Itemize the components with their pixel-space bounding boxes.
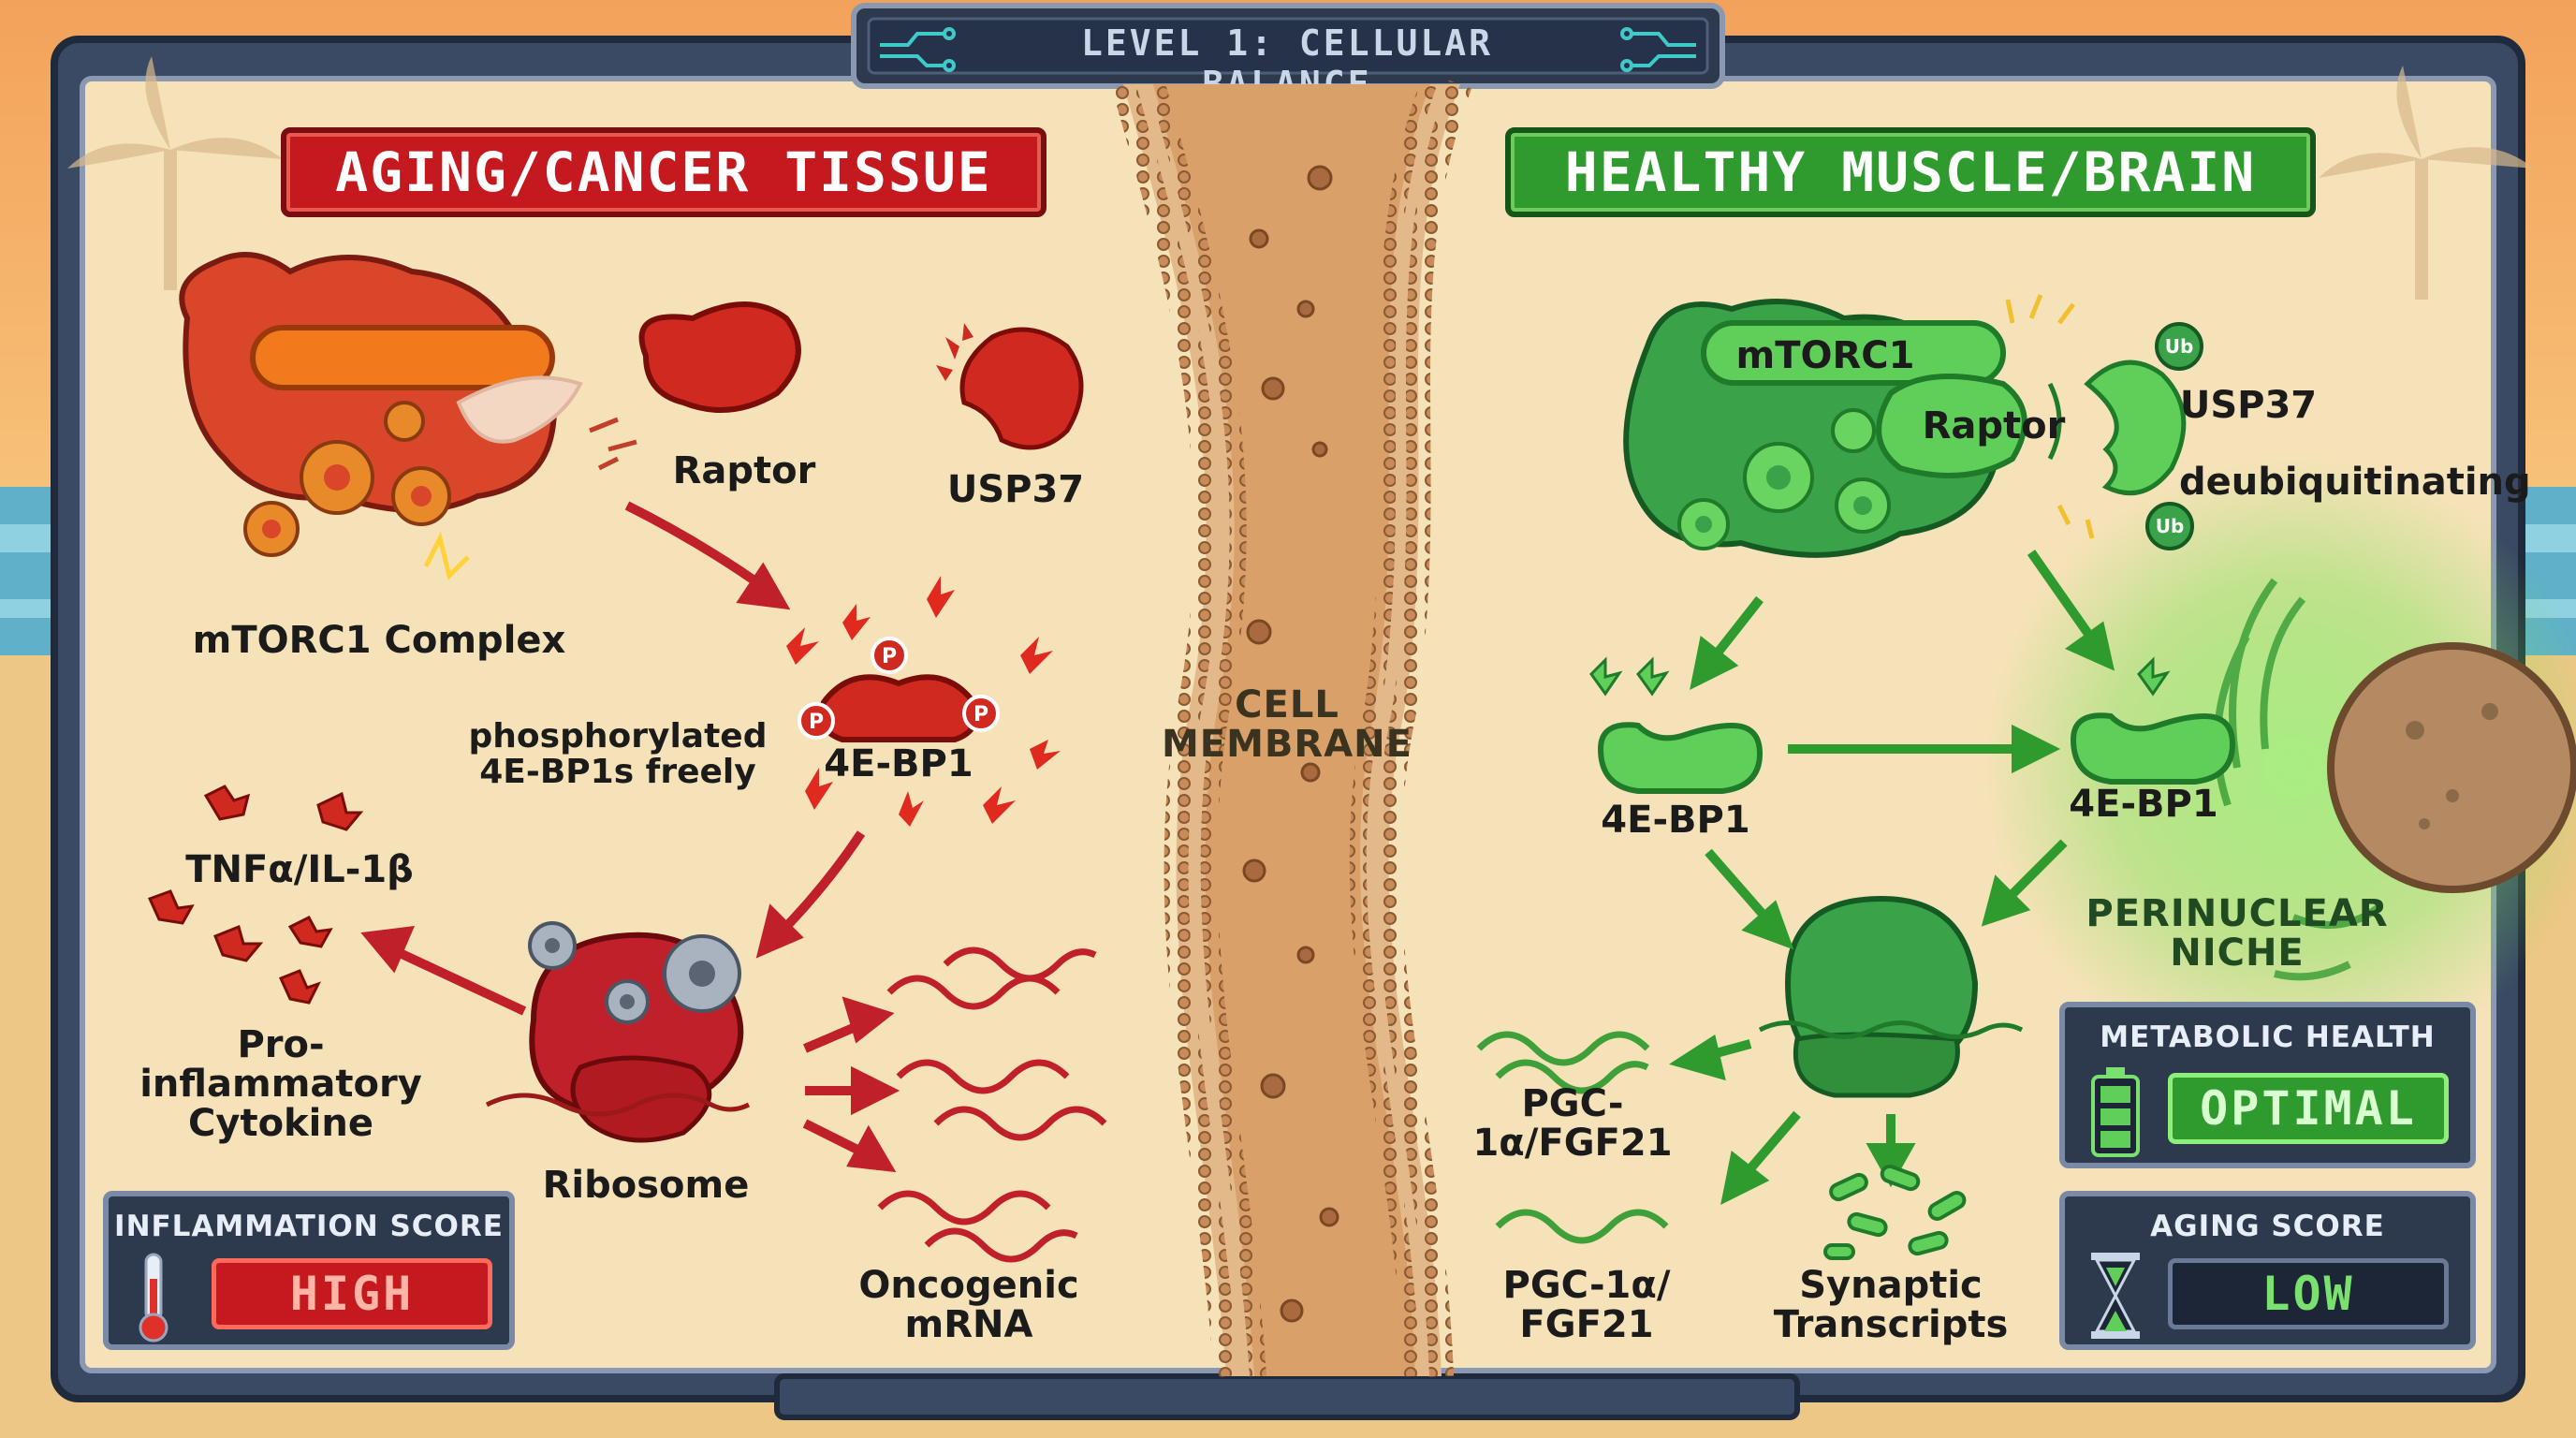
mtorc1-complex-icon bbox=[179, 252, 557, 580]
usp37-label-right: USP37 bbox=[2179, 384, 2318, 427]
cytokine-icons bbox=[147, 785, 364, 1005]
oncogenic-mrna-label: Oncogenic mRNA bbox=[858, 1264, 1079, 1346]
raptor-label-right: Raptor bbox=[1922, 404, 2066, 448]
pgc-mrna-icons bbox=[1476, 1031, 1669, 1244]
phospho-marker: P bbox=[809, 711, 824, 734]
mtorc1-label-right: mTORC1 bbox=[1735, 334, 1915, 377]
cytokine-label: Pro-inflammatory Cytokine bbox=[139, 1023, 422, 1145]
inflammation-score-label: INFLAMMATION SCORE bbox=[114, 1210, 504, 1243]
ub-marker: Ub bbox=[2156, 515, 2185, 537]
ribosome-label: Ribosome bbox=[542, 1164, 750, 1207]
perinuclear-niche-label: PERINUCLEAR NICHE bbox=[2086, 892, 2389, 975]
synaptic-transcript-icons bbox=[1823, 1164, 1967, 1260]
healthy-tissue-banner: HEALTHY MUSCLE/BRAIN bbox=[1505, 127, 2316, 217]
thermometer-icon bbox=[139, 1253, 168, 1343]
fourebp1-label-right-a: 4E-BP1 bbox=[1601, 799, 1750, 842]
circuit-icon-right bbox=[1620, 27, 1696, 72]
metabolic-health-panel: METABOLIC HEALTH OPTIMAL bbox=[2059, 1002, 2476, 1168]
fourebp1-icon-b bbox=[2070, 656, 2236, 785]
tnf-il1b-label: TNFα/IL-1β bbox=[185, 848, 414, 891]
cell-membrane-label: CELL MEMBRANE bbox=[1162, 683, 1412, 766]
aging-score-label: AGING SCORE bbox=[2150, 1210, 2385, 1243]
circuit-icon-left bbox=[880, 27, 956, 72]
fourebp1-phospho-icon bbox=[786, 576, 1061, 827]
raptor-label: Raptor bbox=[672, 449, 816, 492]
inflammation-score-value: HIGH bbox=[212, 1258, 492, 1329]
aging-score-panel: AGING SCORE LOW bbox=[2059, 1191, 2476, 1350]
mtorc1-healthy-icon bbox=[1623, 299, 2027, 558]
pgc-label-b: PGC-1α/ FGF21 bbox=[1502, 1264, 1671, 1346]
raptor-icon bbox=[638, 301, 801, 413]
hourglass-icon bbox=[2091, 1253, 2140, 1339]
fourebp1-label-right-b: 4E-BP1 bbox=[2069, 783, 2218, 826]
fourebp1-icon-a bbox=[1589, 656, 1764, 794]
ribosome-icon bbox=[485, 921, 751, 1143]
fourebp1-label-left: 4E-BP1 bbox=[824, 742, 973, 785]
usp37-icon bbox=[936, 323, 1084, 450]
phospho-marker: P bbox=[882, 645, 897, 668]
nucleus-icon bbox=[2327, 642, 2576, 893]
ub-marker: Ub bbox=[2165, 335, 2194, 358]
usp37-label: USP37 bbox=[946, 468, 1085, 511]
deubiquitinating-label: deubiquitinating bbox=[2179, 461, 2531, 504]
aging-score-value: LOW bbox=[2168, 1258, 2449, 1329]
ribosome-healthy-icon bbox=[1758, 895, 2024, 1098]
metabolic-health-value: OPTIMAL bbox=[2168, 1073, 2449, 1144]
pgc-label-a: PGC-1α/FGF21 bbox=[1472, 1082, 1673, 1165]
aging-tissue-banner: AGING/CANCER TISSUE bbox=[281, 127, 1046, 217]
phospho-4ebp1-label: phosphorylated 4E-BP1s freely bbox=[468, 717, 768, 791]
synaptic-transcripts-label: Synaptic Transcripts bbox=[1773, 1264, 2009, 1346]
battery-icon bbox=[2091, 1067, 2140, 1157]
usp37-healthy-icon bbox=[2005, 294, 2203, 550]
inflammation-score-panel: INFLAMMATION SCORE HIGH bbox=[103, 1191, 515, 1350]
oncogenic-mrna-icons bbox=[877, 946, 1107, 1263]
mtorc1-complex-label: mTORC1 Complex bbox=[192, 619, 566, 662]
metabolic-health-label: METABOLIC HEALTH bbox=[2100, 1020, 2436, 1054]
phospho-marker: P bbox=[973, 703, 988, 726]
